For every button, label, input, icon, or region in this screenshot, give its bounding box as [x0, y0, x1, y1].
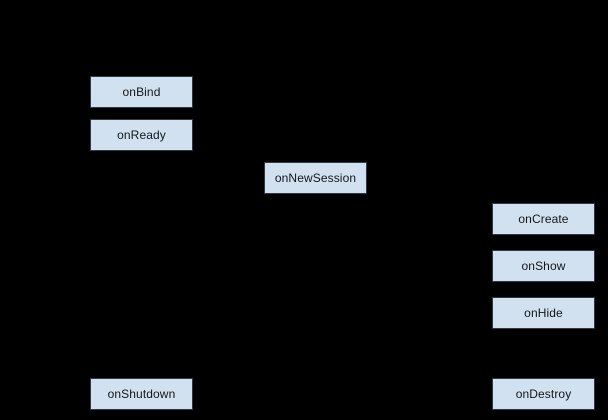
node-onNewSession[interactable]: onNewSession [264, 162, 367, 194]
node-label: onHide [524, 306, 563, 320]
node-label: onCreate [518, 212, 569, 226]
node-onHide[interactable]: onHide [492, 297, 595, 329]
node-onShow[interactable]: onShow [492, 250, 595, 282]
node-onBind[interactable]: onBind [90, 76, 193, 108]
node-onReady[interactable]: onReady [90, 119, 193, 151]
node-label: onShow [521, 259, 566, 273]
node-label: onNewSession [274, 171, 357, 185]
node-label: onShutdown [107, 387, 176, 401]
node-label: onReady [117, 128, 166, 142]
node-onCreate[interactable]: onCreate [492, 203, 595, 235]
node-onDestroy[interactable]: onDestroy [492, 378, 595, 410]
node-label: onBind [122, 85, 161, 99]
node-onShutdown[interactable]: onShutdown [90, 378, 193, 410]
node-label: onDestroy [515, 387, 572, 401]
